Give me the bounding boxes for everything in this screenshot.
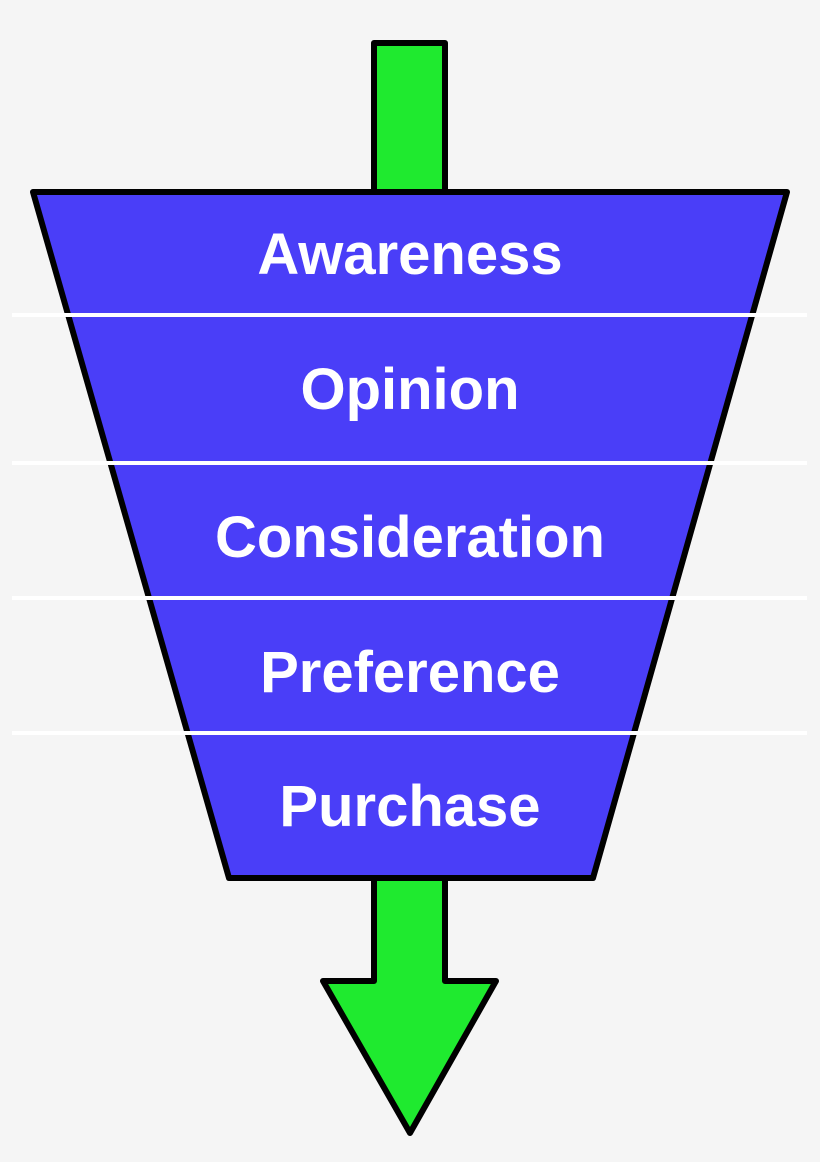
- stage-label-purchase: Purchase: [279, 774, 540, 839]
- stage-label-opinion: Opinion: [300, 357, 519, 422]
- output-arrow-down-icon: [320, 867, 499, 1136]
- stage-label-awareness: Awareness: [257, 222, 562, 287]
- input-arrow-shaft: [371, 40, 448, 198]
- stage-label-preference: Preference: [260, 640, 560, 705]
- funnel-body: [30, 189, 790, 881]
- stage-label-consideration: Consideration: [215, 505, 605, 570]
